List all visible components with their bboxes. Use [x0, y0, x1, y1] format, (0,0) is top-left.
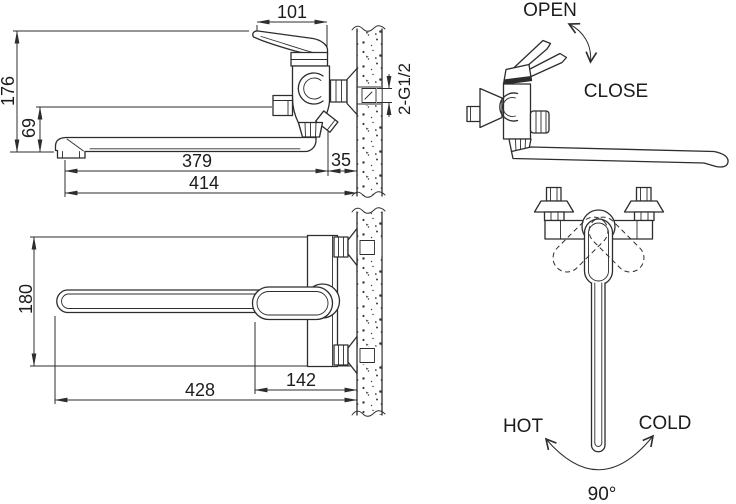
- wall-pipe-fitting: [359, 240, 375, 255]
- shower-outlet: [529, 110, 550, 134]
- cartridge-housing-arc: [297, 72, 324, 105]
- operation-view: OPEN CLOSE: [466, 0, 729, 168]
- plan-view-dimensions: [30, 236, 358, 404]
- eccentric-connector-left: [533, 186, 575, 222]
- dim-428-label: 428: [185, 380, 215, 400]
- lever-handle-plan: [251, 286, 334, 321]
- dim-142-label: 142: [286, 370, 316, 390]
- dim-101-label: 101: [277, 2, 307, 22]
- close-label: CLOSE: [584, 81, 648, 102]
- wall-section-plan: [351, 207, 386, 417]
- dim-176-label: 176: [0, 76, 18, 106]
- open-close-arrow: [567, 22, 598, 64]
- dim-379-label: 379: [182, 151, 212, 171]
- wall-hatch: [357, 29, 382, 196]
- eccentric-connector-right: [623, 186, 665, 222]
- dim-180-label: 180: [16, 284, 36, 314]
- rotation-view: HOT COLD 90°: [503, 186, 692, 504]
- eccentric-connector-top: [333, 227, 358, 267]
- rotation-arc-arrow: [544, 434, 655, 471]
- eccentric-connector-bottom: [333, 335, 358, 375]
- wall-break-line: [351, 25, 386, 32]
- dim-35-label: 35: [331, 150, 351, 170]
- faucet-side-drawing: [54, 30, 358, 159]
- supply-pipe-stub: [466, 105, 481, 123]
- handle-position-cold: [588, 216, 645, 273]
- handle-position-hot: [552, 216, 609, 273]
- wall-pipe-fitting: [359, 348, 375, 363]
- cold-label: COLD: [639, 413, 692, 434]
- long-spout: [510, 146, 729, 168]
- side-view: 101 176 69 379 35 414 2-G1/2: [0, 2, 414, 198]
- connection-nut: [329, 79, 348, 103]
- shower-outlet: [315, 110, 339, 133]
- escutcheon-cone: [479, 87, 503, 129]
- long-spout-down: [590, 282, 606, 453]
- escutcheon-cone: [346, 67, 358, 116]
- dim-414-label: 414: [189, 173, 219, 193]
- wall-section-side: [351, 25, 386, 198]
- diverter-connector: [272, 94, 294, 117]
- long-spout: [56, 289, 263, 314]
- wall-break-line: [351, 410, 386, 417]
- open-label: OPEN: [523, 0, 577, 21]
- wall-break-line: [351, 207, 386, 214]
- cap-band: [503, 76, 532, 84]
- faucet-plan-drawing: [56, 227, 358, 375]
- long-spout: [54, 136, 317, 159]
- plan-view: 180 142 428: [16, 207, 386, 417]
- angle-label: 90°: [588, 484, 617, 504]
- mixer-body: [502, 83, 532, 140]
- side-view-dimensions: [10, 19, 392, 197]
- hot-label: HOT: [503, 416, 544, 437]
- dim-69-label: 69: [19, 118, 39, 138]
- cartridge-housing-arc: [499, 92, 519, 122]
- thread-callout-label: 2-G1/2: [395, 63, 414, 115]
